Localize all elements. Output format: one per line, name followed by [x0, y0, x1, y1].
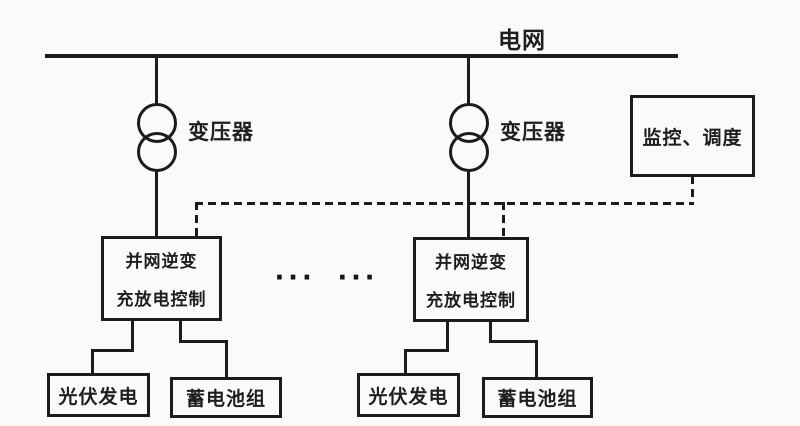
- unit1-transformer-circle-bottom: [137, 132, 177, 172]
- signal-line-unit1-drop: [195, 202, 198, 238]
- unit1-controller-label-line1: 并网逆变: [125, 252, 198, 271]
- unit2-battery-connector-v2: [535, 340, 538, 379]
- unit2-controller-label-line2: 充放电控制: [426, 291, 516, 310]
- unit2-battery-label: 蓄电池组: [497, 389, 578, 410]
- unit1-pv-connector-h: [91, 349, 134, 352]
- unit1-pv-connector-v1: [131, 318, 134, 352]
- ellipsis-dots: ··· ···: [275, 259, 379, 295]
- unit1-transformer-drop-line-top: [155, 58, 158, 104]
- grid-label: 电网: [498, 27, 546, 53]
- unit1-battery-label: 蓄电池组: [185, 389, 266, 410]
- unit2-pv-connector-h: [404, 349, 449, 352]
- unit2-battery-connector-v1: [489, 319, 492, 343]
- unit2-transformer-label: 变压器: [500, 121, 566, 144]
- signal-line-monitor-drop: [691, 176, 694, 205]
- signal-line-horizontal: [195, 202, 694, 205]
- unit2-pv-box: 光伏发电: [357, 373, 460, 417]
- unit2-battery-box: 蓄电池组: [482, 377, 593, 418]
- unit2-controller-label-line1: 并网逆变: [435, 253, 507, 272]
- unit1-battery-connector-h: [179, 340, 228, 343]
- grid-bus-line: [45, 54, 678, 58]
- unit2-pv-connector-v1: [446, 319, 449, 352]
- unit1-battery-box: 蓄电池组: [170, 377, 282, 418]
- unit1-transformer-drop-line-bottom: [155, 169, 158, 237]
- unit1-battery-connector-v1: [179, 318, 182, 343]
- signal-line-unit2-drop: [502, 202, 505, 239]
- unit1-controller-label-line2: 充放电控制: [116, 290, 207, 309]
- unit2-pv-label: 光伏发电: [368, 386, 449, 408]
- unit1-pv-connector-v2: [91, 349, 94, 375]
- unit1-transformer-label: 变压器: [188, 121, 254, 144]
- monitor-dispatch-box: 监控、调度: [630, 95, 755, 177]
- unit2-pv-connector-v2: [404, 349, 407, 375]
- unit2-transformer-drop-line-top: [467, 58, 470, 104]
- unit2-controller-box: 并网逆变 充放电控制: [413, 237, 529, 322]
- monitor-dispatch-label: 监控、调度: [642, 127, 743, 149]
- unit1-pv-box: 光伏发电: [47, 373, 150, 417]
- unit1-controller-box: 并网逆变 充放电控制: [101, 236, 222, 321]
- unit2-transformer-circle-bottom: [449, 132, 489, 172]
- unit1-pv-label: 光伏发电: [58, 386, 139, 408]
- unit2-battery-connector-h: [489, 340, 538, 343]
- unit1-battery-connector-v2: [225, 340, 228, 379]
